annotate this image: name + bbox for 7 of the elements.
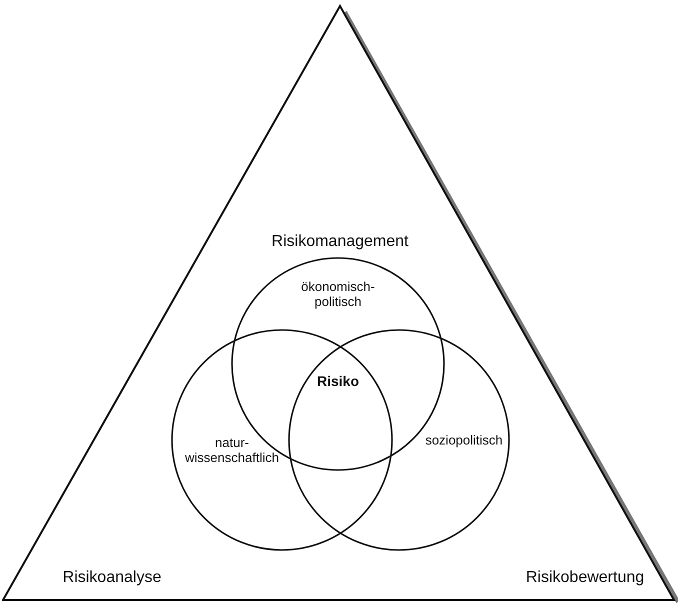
circle-label: soziopolitisch [424,432,504,448]
circle-label: ökonomisch-politisch [300,279,376,309]
corner-label: Risikobewertung [526,569,644,587]
corner-label: Risikoanalyse [62,569,162,587]
circle-label: natur-wissenschaftlich [184,435,280,465]
center-label: Risiko [317,373,359,389]
corner-label: Risikomanagement [272,233,408,251]
